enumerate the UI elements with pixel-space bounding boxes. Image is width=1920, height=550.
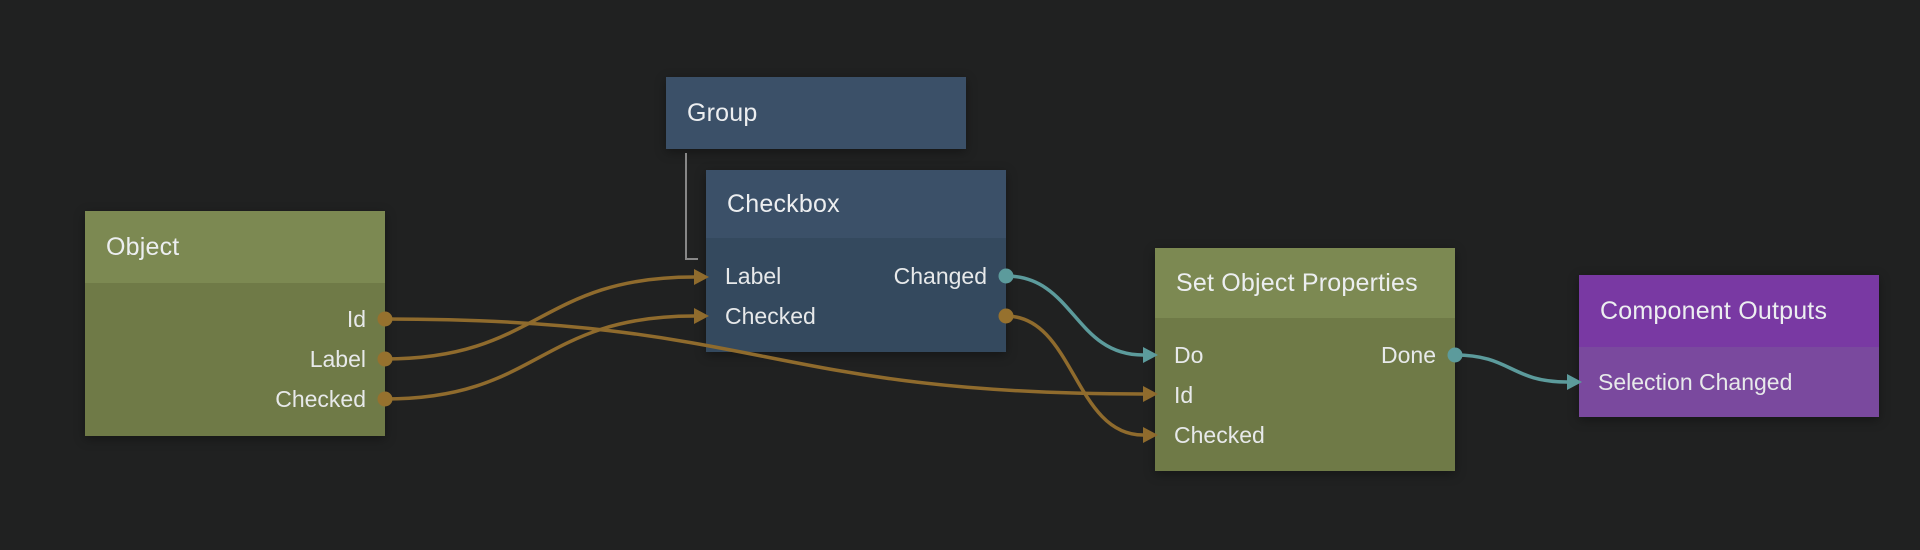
node-component-outputs-body: Selection Changed [1579, 347, 1879, 417]
node-set-object-properties-body: Do Done Id Checked [1155, 318, 1455, 471]
node-set-object-properties[interactable]: Set Object Properties Do Done Id Checked [1155, 248, 1455, 471]
node-group-header[interactable]: Group [666, 77, 966, 149]
port-row-checkbox-checked: Checked [706, 296, 1006, 336]
port-row-object-label: Label [85, 339, 385, 379]
port-label-sop-do: Do [1174, 341, 1204, 368]
port-label-sop-checked: Checked [1174, 421, 1265, 448]
port-row-sop-id: Id [1155, 375, 1455, 415]
node-set-object-properties-title: Set Object Properties [1176, 268, 1418, 297]
port-row-compout-selection-changed: Selection Changed [1579, 362, 1879, 402]
node-component-outputs-header[interactable]: Component Outputs [1579, 275, 1879, 347]
wire-object-checked-to-checkbox-checked[interactable] [384, 314, 695, 401]
node-checkbox[interactable]: Checkbox Label Changed Checked [706, 170, 1006, 352]
port-row-checkbox-label-changed: Label Changed [706, 256, 1006, 296]
node-object-body: Id Label Checked [85, 283, 385, 436]
node-checkbox-body: Label Changed Checked [706, 238, 1006, 352]
node-set-object-properties-header[interactable]: Set Object Properties [1155, 248, 1455, 318]
node-component-outputs-title: Component Outputs [1600, 296, 1828, 325]
node-group[interactable]: Group [666, 77, 966, 149]
parent-link-group-to-checkbox[interactable] [685, 153, 698, 260]
node-checkbox-header[interactable]: Checkbox [706, 170, 1006, 238]
node-group-title: Group [687, 98, 758, 127]
port-label-checkbox-checked: Checked [725, 302, 816, 329]
port-row-object-checked: Checked [85, 379, 385, 419]
wire-sop-done-to-compout-selection-changed[interactable] [1454, 353, 1568, 384]
wire-checkbox-changed-to-sop-do[interactable] [1005, 274, 1144, 357]
node-object[interactable]: Object Id Label Checked [85, 211, 385, 436]
port-label-checkbox-changed: Changed [893, 262, 987, 289]
wire-object-label-to-checkbox-label[interactable] [384, 275, 695, 361]
node-component-outputs[interactable]: Component Outputs Selection Changed [1579, 275, 1879, 417]
port-label-sop-done: Done [1381, 341, 1436, 368]
port-label-compout-selection-changed: Selection Changed [1598, 368, 1793, 395]
port-label-object-id: Id [346, 305, 366, 332]
wire-checkbox-checked-to-sop-checked[interactable] [1005, 314, 1144, 437]
port-label-object-label: Label [309, 345, 366, 372]
port-label-sop-id: Id [1174, 381, 1194, 408]
port-row-sop-checked: Checked [1155, 415, 1455, 455]
port-row-sop-do-done: Do Done [1155, 335, 1455, 375]
port-label-checkbox-label: Label [725, 262, 782, 289]
port-row-object-id: Id [85, 299, 385, 339]
node-object-title: Object [106, 232, 180, 261]
node-object-header[interactable]: Object [85, 211, 385, 283]
port-label-object-checked: Checked [275, 385, 366, 412]
node-checkbox-title: Checkbox [727, 189, 840, 218]
